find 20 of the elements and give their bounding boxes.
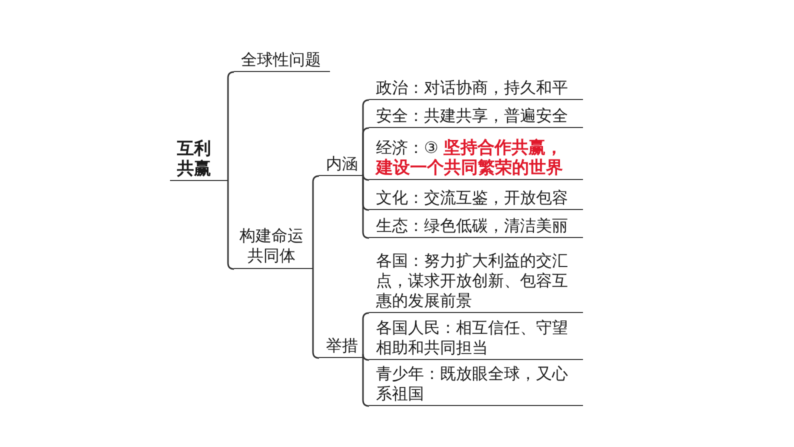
underlined-topic bbox=[234, 50, 330, 72]
bracket-connector bbox=[362, 127, 370, 176]
topic-text: 构建命运共同体 bbox=[238, 226, 305, 267]
topic-text: 全球性问题 bbox=[240, 50, 321, 71]
underlined-topic bbox=[234, 225, 313, 269]
topic-text: 青少年：既放眼全球，又心系祖国 bbox=[375, 364, 569, 405]
bracket-connector bbox=[362, 173, 370, 181]
bracket-connector bbox=[362, 353, 370, 361]
topic-text: 举措 bbox=[325, 336, 358, 357]
topic-text: 安全：共建共享，普遍安全 bbox=[375, 106, 569, 127]
topic-text: 互利共赢 bbox=[176, 139, 212, 180]
topic-text: 内涵 bbox=[325, 154, 358, 175]
topic-text: 经济：③ 坚持合作共赢，建设一个共同繁荣的世界 bbox=[374, 138, 564, 179]
topic-text: 文化：交流互鉴，开放包容 bbox=[375, 188, 569, 209]
topic-text: 生态：绿色低碳，清洁美丽 bbox=[375, 216, 569, 237]
underlined-topic bbox=[319, 336, 363, 358]
topic-text: 政治：对话协商，持久和平 bbox=[375, 78, 569, 99]
topic-text: 各国：努力扩大利益的交汇点，谋求开放创新、包容互惠的发展前景 bbox=[375, 251, 569, 312]
underlined-topic bbox=[319, 154, 363, 176]
topic-text: 各国人民：相互信任、守望相助和共同担当 bbox=[375, 318, 569, 359]
